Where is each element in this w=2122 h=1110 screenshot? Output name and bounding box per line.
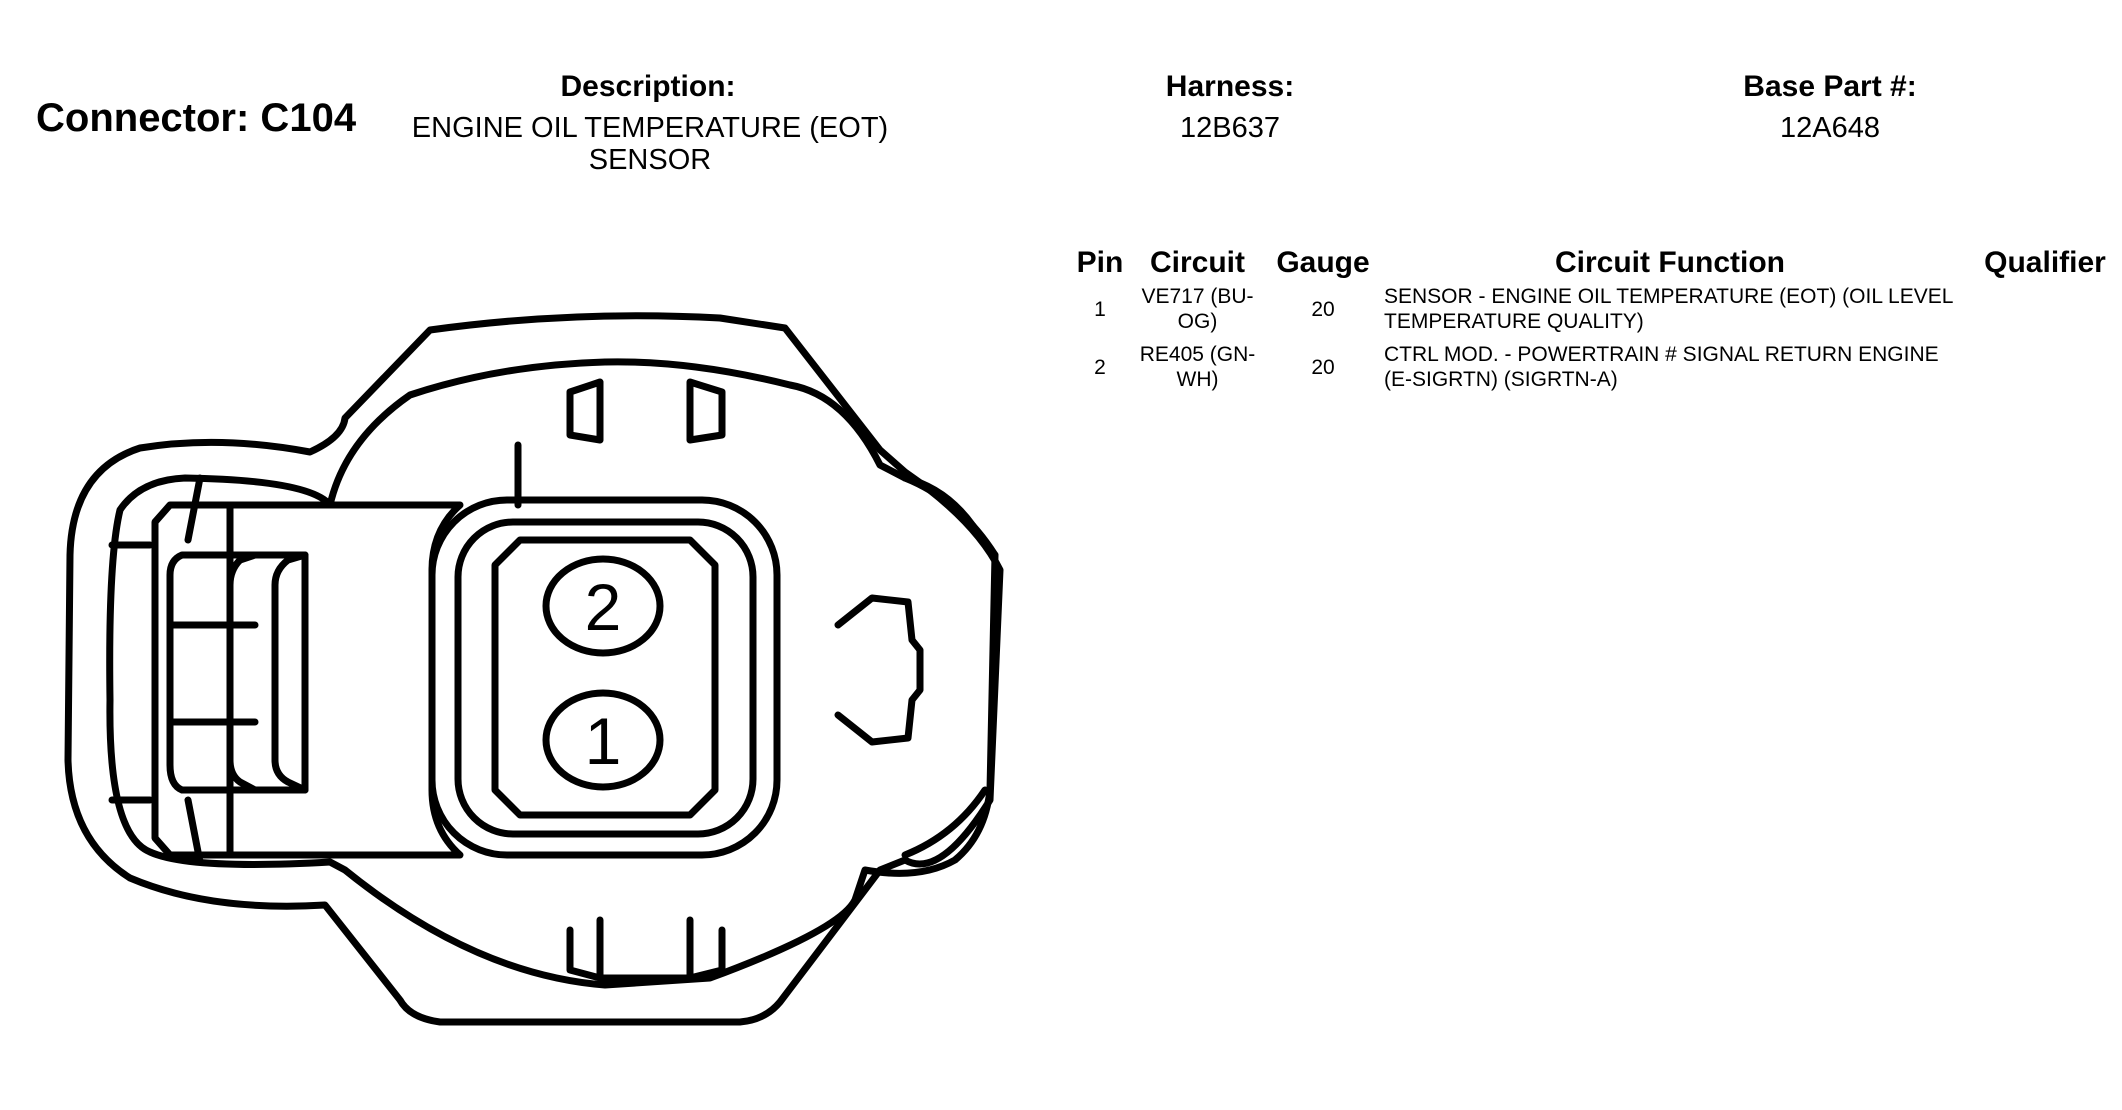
base-part-value: 12A648 <box>1780 112 1880 144</box>
row-circuit-line-2: WH) <box>1176 368 1219 391</box>
row-circuit-line-2: OG) <box>1177 310 1218 333</box>
harness-value: 12B637 <box>1180 112 1280 144</box>
right-latch-bump <box>901 474 999 559</box>
connector-title: Connector: C104 <box>36 96 357 140</box>
right-latch-bump-lower <box>901 786 989 859</box>
left-upper-tick <box>184 474 204 544</box>
locking-rib-inner <box>271 551 309 794</box>
column-header-circuit: Circuit <box>1149 246 1245 279</box>
bottom-latch-tab <box>566 916 726 982</box>
row-function-line-1: CTRL MOD. - POWERTRAIN # SIGNAL RETURN E… <box>1384 343 1939 366</box>
pin-1-circle <box>542 689 664 791</box>
row-function-line-2: TEMPERATURE QUALITY) <box>1384 310 1644 333</box>
column-header-qualifier: Qualifier <box>1984 246 2106 279</box>
inner-housing-outline <box>106 358 999 989</box>
row-circuit-function: SENSOR - ENGINE OIL TEMPERATURE (EOT) (O… <box>1384 284 2004 334</box>
outer-housing-outline <box>64 312 1004 1026</box>
row-circuit: RE405 (GN- WH) <box>1130 342 1265 392</box>
harness-label: Harness: <box>1165 70 1295 103</box>
row-circuit-line-1: VE717 (BU- <box>1141 285 1254 308</box>
pin-2-circle <box>542 555 664 657</box>
locking-rib-middle <box>226 551 259 794</box>
row-gauge: 20 <box>1311 356 1335 379</box>
row-gauge: 20 <box>1311 298 1335 321</box>
row-function-line-1: SENSOR - ENGINE OIL TEMPERATURE (EOT) (O… <box>1384 285 1954 308</box>
row-circuit-function: CTRL MOD. - POWERTRAIN # SIGNAL RETURN E… <box>1384 342 2004 392</box>
description-label: Description: <box>560 70 736 103</box>
pin-cavity-frame-outer <box>428 496 781 859</box>
description-value: ENGINE OIL TEMPERATURE (EOT) SENSOR <box>380 112 920 176</box>
connector-face-drawing: 2 1 <box>64 312 1004 1026</box>
row-pin: 1 <box>1094 298 1106 321</box>
column-header-pin: Pin <box>1076 246 1124 279</box>
row-pin: 2 <box>1094 356 1106 379</box>
row-circuit: VE717 (BU- OG) <box>1130 284 1265 334</box>
pin-cavity-frame-inner <box>454 518 757 838</box>
row-circuit-line-1: RE405 (GN- <box>1139 343 1256 366</box>
pin-cavity-insert <box>491 536 719 819</box>
pin-1-label: 1 <box>585 704 622 778</box>
column-header-circuit-function: Circuit Function <box>1555 246 1785 279</box>
row-function-line-2: (E-SIGRTN) (SIGRTN-A) <box>1384 368 1618 391</box>
description-line-1: ENGINE OIL TEMPERATURE (EOT) <box>411 112 889 144</box>
locking-rib-bar <box>211 551 309 794</box>
locking-rib-outer <box>166 551 219 794</box>
right-key-tab <box>834 594 924 746</box>
top-latch-tab <box>566 378 726 444</box>
column-header-gauge: Gauge <box>1276 246 1370 279</box>
pin-2-label: 2 <box>585 570 622 644</box>
base-part-label: Base Part #: <box>1743 70 1917 103</box>
description-line-2: SENSOR <box>588 144 712 176</box>
